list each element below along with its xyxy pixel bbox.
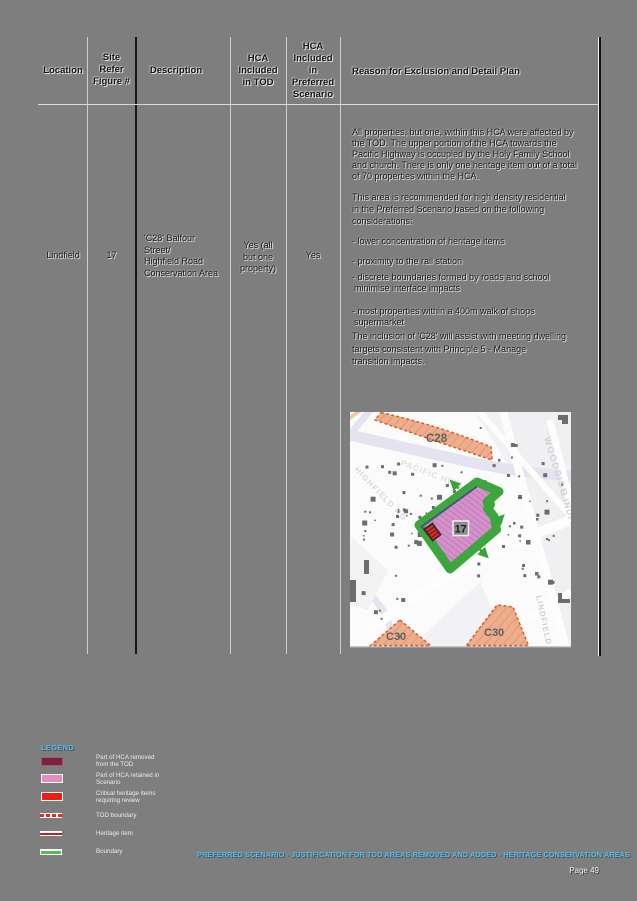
svg-text:17: 17	[455, 524, 467, 536]
svg-text:C30: C30	[386, 631, 406, 643]
svg-text:C30: C30	[484, 627, 504, 639]
svg-text:C28: C28	[426, 433, 448, 445]
